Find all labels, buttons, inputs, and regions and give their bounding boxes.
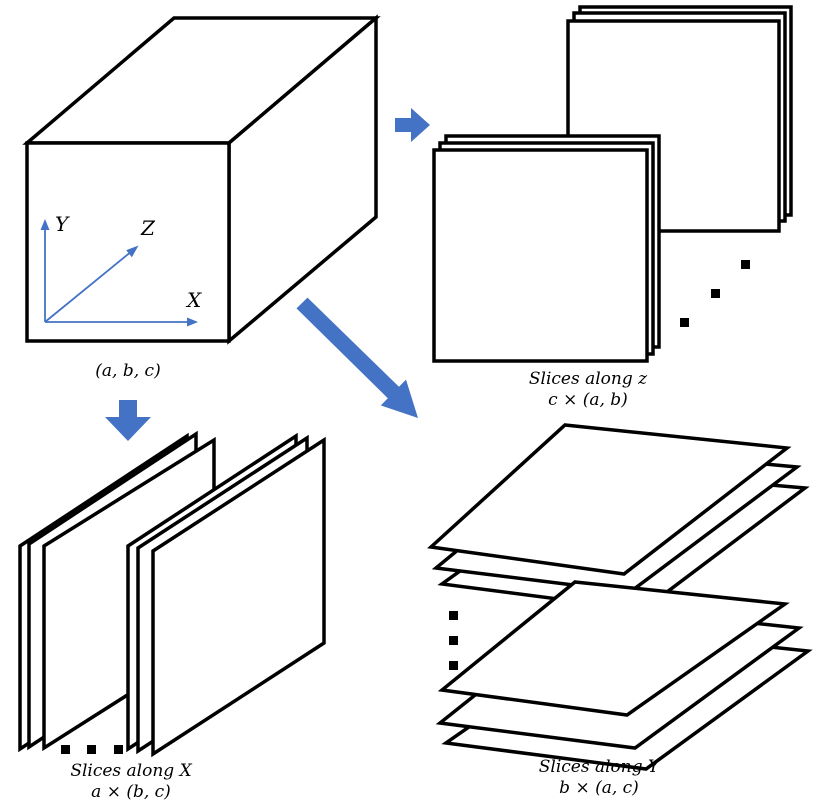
ellipsis-dot (741, 260, 750, 269)
arrow-down-icon (105, 400, 151, 441)
cube: Y Z X (a, b, c) (22, 14, 381, 381)
y-slice-upper-1 (427, 423, 792, 576)
slices-x-title: Slices along X (70, 761, 192, 781)
slices-y-formula: b × (a, c) (559, 778, 639, 798)
axis-label-z: Z (140, 216, 156, 240)
cube-dimensions-label: (a, b, c) (95, 361, 160, 381)
ellipsis-dot (449, 611, 458, 620)
axis-label-y: Y (55, 212, 70, 236)
slices-z-title: Slices along z (529, 369, 648, 389)
slices-y-title: Slices along Y (539, 757, 661, 777)
ellipsis-dot (680, 318, 689, 327)
slices-along-x: Slices along X a × (b, c) (18, 430, 326, 802)
z-axis (44, 250, 133, 323)
ellipsis-dot (711, 289, 720, 298)
arrow-diagonal-icon (296, 297, 418, 418)
cube-front-face (25, 141, 231, 343)
ellipsis-dot (449, 636, 458, 645)
ellipsis-dots (61, 745, 123, 754)
transform-arrows (105, 108, 430, 441)
slices-along-z: Slices along z c × (a, b) (432, 5, 793, 410)
slices-z-formula: c × (a, b) (548, 390, 628, 410)
x-axis-arrowhead (187, 317, 198, 327)
ellipsis-dot (87, 745, 96, 754)
z-slice-front-1 (432, 148, 649, 363)
ellipsis-dot (61, 745, 70, 754)
axis-label-x: X (185, 288, 202, 312)
y-slice-lower-1 (437, 580, 790, 717)
z-axis-arrowhead (126, 245, 139, 258)
arrow-right-icon (395, 108, 430, 142)
ellipsis-dot (449, 661, 458, 670)
slices-along-y: Slices along Y b × (a, c) (427, 423, 813, 798)
axes (40, 219, 198, 327)
x-slice-right-1 (151, 436, 326, 758)
ellipsis-dots (449, 611, 458, 670)
slices-x-formula: a × (b, c) (91, 782, 171, 802)
ellipsis-dot (114, 745, 123, 754)
ellipsis-dots (680, 260, 750, 327)
y-axis-arrowhead (40, 219, 50, 230)
